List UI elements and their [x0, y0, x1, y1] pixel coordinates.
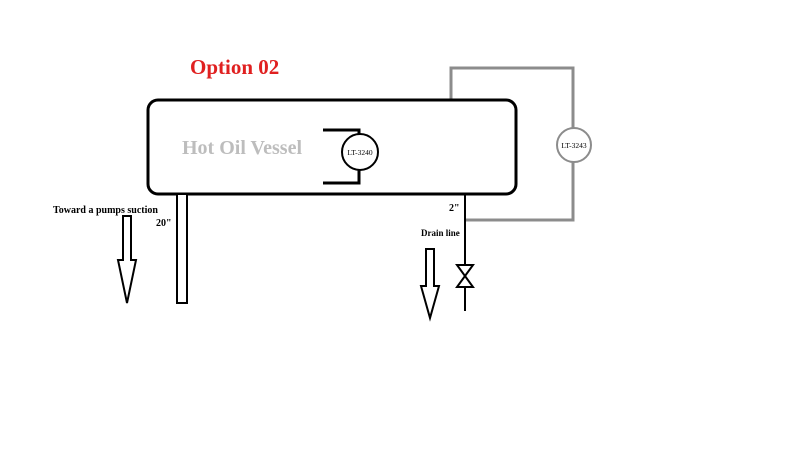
hot-oil-vessel — [146, 98, 518, 196]
drain-flow-arrow — [419, 248, 441, 322]
suction-label: Toward a pumps suction — [53, 205, 158, 216]
external-level-transmitter: LT-3243 — [556, 127, 592, 163]
suction-pipe — [176, 193, 188, 304]
lt-3243-bubble — [556, 127, 592, 163]
lt-3243-tag: LT-3243 — [561, 141, 587, 150]
lower-impulse-line — [465, 162, 575, 222]
drain-size-label: 2" — [449, 203, 460, 214]
drain-valve-icon — [455, 264, 475, 288]
external-level-loop — [449, 66, 575, 222]
lt-3240-tag: LT-3240 — [347, 148, 373, 157]
suction-flow-arrow — [116, 215, 138, 304]
suction-size-label: 20" — [156, 218, 172, 229]
drain-label: Drain line — [421, 228, 460, 238]
internal-level-transmitter: LT-3240 — [323, 128, 379, 185]
lt-3240-bubble — [341, 133, 379, 171]
vessel-label: Hot Oil Vessel — [182, 137, 302, 159]
diagram-title: Option 02 — [190, 55, 279, 79]
upper-impulse-line — [449, 66, 575, 128]
